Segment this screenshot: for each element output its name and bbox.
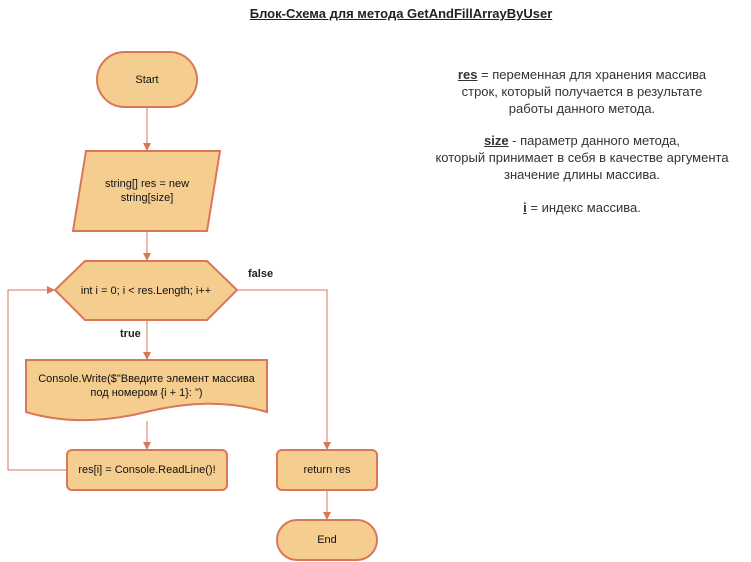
declare-label: string[] res = new string[size] — [80, 151, 214, 231]
diagram-title: Блок-Схема для метода GetAndFillArrayByU… — [249, 6, 553, 21]
loop-node[interactable] — [53, 260, 239, 321]
legend-i-line1: i = индекс массива. — [412, 199, 751, 216]
start-text: Start — [135, 73, 159, 86]
edge-readline-back-to-loop — [7, 286, 67, 471]
declare-node[interactable] — [71, 150, 222, 232]
legend-i-text1: = индекс массива. — [526, 200, 641, 215]
legend-res-line1: res = переменная для хранения массива — [412, 66, 751, 83]
return-label: return res — [277, 450, 377, 490]
legend-res-term: res — [457, 67, 478, 82]
legend-res-line3: работы данного метода. — [508, 101, 656, 116]
output-label: Console.Write($"Введите элемент массива … — [26, 362, 267, 410]
legend-size: size - параметр данного метода, который … — [412, 132, 751, 183]
edge-label-true: true — [120, 328, 141, 340]
output-node[interactable] — [25, 359, 268, 422]
output-text-line1: Console.Write($"Введите элемент массива — [38, 373, 255, 385]
legend-size-term: size — [483, 133, 509, 148]
declare-text-line1: string[] res = new — [104, 178, 190, 190]
legend-i: i = индекс массива. — [412, 199, 751, 216]
edge-label-false: false — [248, 268, 274, 280]
legend-i-term: i — [523, 200, 527, 215]
legend-size-line3: значение длины массива. — [504, 167, 660, 182]
loop-text: int i = 0; i < res.Length; i++ — [80, 284, 212, 297]
legend-res: res = переменная для хранения массива ст… — [412, 66, 751, 117]
end-label: End — [277, 520, 377, 560]
output-text-line2: под номером {i + 1}: ") — [90, 387, 203, 399]
legend-res-text1: = переменная для хранения массива — [477, 67, 707, 82]
end-node[interactable] — [276, 519, 378, 561]
legend-res-line2: строк, который получается в результате — [461, 84, 703, 99]
return-text: return res — [303, 464, 351, 476]
end-text: End — [317, 534, 337, 546]
declare-text-line2: string[size] — [120, 192, 174, 204]
start-label: Start — [97, 52, 197, 107]
loop-label: int i = 0; i < res.Length; i++ — [55, 261, 237, 320]
edge-loop-false-to-return — [237, 289, 331, 450]
legend-size-line2: который принимает в себя в качестве аргу… — [435, 150, 729, 165]
readline-label: res[i] = Console.ReadLine()! — [67, 450, 227, 490]
legend-size-line1: size - параметр данного метода, — [412, 132, 751, 149]
readline-text: res[i] = Console.ReadLine()! — [78, 464, 216, 476]
legend-size-text1: - параметр данного метода, — [508, 133, 680, 148]
